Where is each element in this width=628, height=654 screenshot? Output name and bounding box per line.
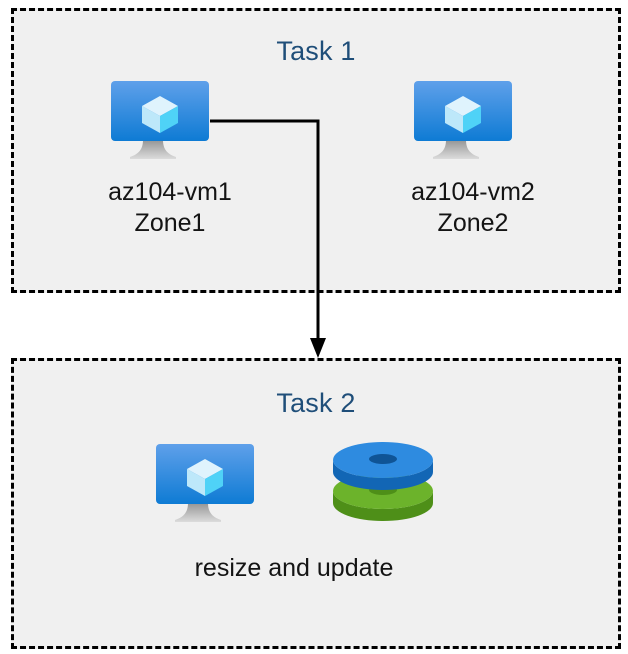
task-2-container: Task 2 — [11, 358, 621, 649]
disks-icon — [331, 441, 435, 523]
task-2-title: Task 2 — [276, 388, 356, 418]
vm1-caption: az104-vm1 Zone1 — [108, 178, 232, 237]
task-1-container: Task 1 — [11, 8, 621, 293]
vm2-caption: az104-vm2 Zone2 — [411, 178, 535, 237]
task-1-title: Task 1 — [276, 36, 356, 66]
virtual-machine-icon — [155, 443, 255, 528]
virtual-machine-icon — [413, 80, 513, 165]
virtual-machine-icon — [110, 80, 210, 165]
task-2-caption: resize and update — [194, 554, 394, 582]
